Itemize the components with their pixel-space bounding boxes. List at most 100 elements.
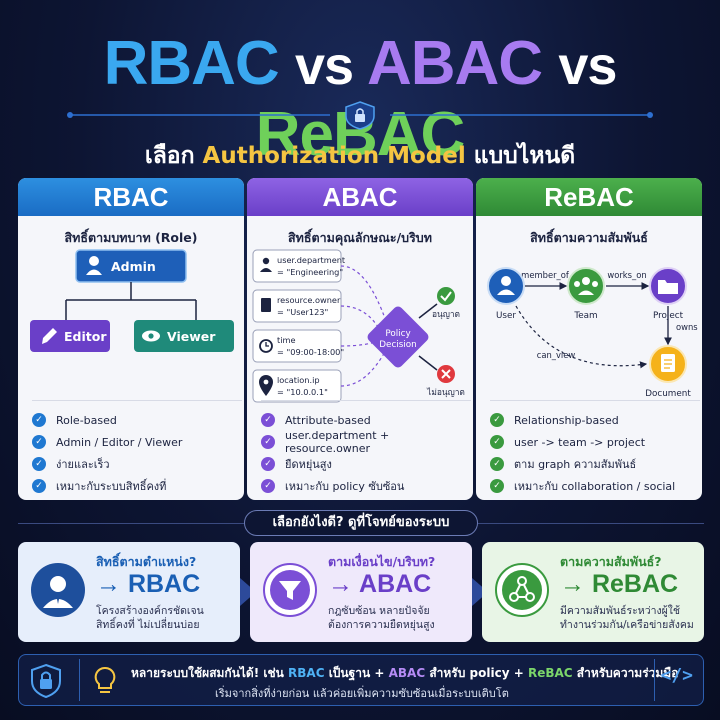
rbac-role-tree: Admin Editor Viewer xyxy=(30,249,234,352)
network-icon xyxy=(495,563,549,617)
eye-icon xyxy=(142,330,160,342)
abac-header: ABAC xyxy=(247,178,473,216)
check-icon: ✓ xyxy=(490,479,504,493)
title-vs-2: vs xyxy=(558,36,617,96)
card-question: สิทธิ์ตามตำแหน่ง? xyxy=(96,554,197,569)
rbac-description: สิทธิ์ตามบทบาท (Role) xyxy=(64,230,198,245)
rbac-header: RBAC xyxy=(18,178,244,216)
svg-text:Document: Document xyxy=(645,389,691,399)
lock-divider xyxy=(67,101,653,130)
admin-label: Admin xyxy=(111,259,156,274)
svg-text:Team: Team xyxy=(573,311,597,321)
allow-label: อนุญาต xyxy=(432,309,460,320)
team-icon xyxy=(574,277,598,295)
check-icon: ✓ xyxy=(32,479,46,493)
check-icon: ✓ xyxy=(261,457,275,471)
check-icon: ✓ xyxy=(32,435,46,449)
question-pill: เลือกยังไงดี? ดูที่โจทย์ของระบบ xyxy=(244,510,478,536)
list-item: ✓ง่ายและเร็ว xyxy=(32,453,242,475)
policy-decision-node: Policy Decision xyxy=(367,306,429,368)
list-item: ✓user -> team -> project xyxy=(490,431,700,453)
abac-panel: ABAC สิทธิ์ตามคุณลักษณะ/บริบท user.depar… xyxy=(247,178,473,500)
footer-divider xyxy=(79,659,80,701)
attr-user-department: user.department = "Engineering" xyxy=(252,249,346,283)
subtitle: เลือก Authorization Model แบบไหนดี xyxy=(144,143,576,169)
rebac-graph: member_of works_on owns can_view User Te… xyxy=(487,267,698,399)
file-icon xyxy=(261,298,271,312)
footer-line-2: เริ่มจากสิ่งที่ง่ายก่อน แล้วค่อยเพิ่มควา… xyxy=(215,687,509,700)
card-answer: → RBAC xyxy=(96,570,201,598)
list-item: ✓Attribute-based xyxy=(261,409,471,431)
deny-label: ไม่อนุญาต xyxy=(426,387,465,398)
card-description: มีความสัมพันธ์ระหว่างผู้ใช้ทำงานร่วมกัน/… xyxy=(560,605,694,631)
title-rbac: RBAC xyxy=(103,29,280,98)
check-icon: ✓ xyxy=(32,413,46,427)
rebac-panel: ReBAC สิทธิ์ตามความสัมพันธ์ member_of wo… xyxy=(476,178,702,500)
card-question: ตามเงื่อนไข/บริบท? xyxy=(328,554,436,569)
check-icon: ✓ xyxy=(490,457,504,471)
edge-works-on: works_on xyxy=(607,270,646,280)
list-item: ✓Role-based xyxy=(32,409,242,431)
check-icon: ✓ xyxy=(32,457,46,471)
card-rebac: ตามความสัมพันธ์? → ReBAC มีความสัมพันธ์ร… xyxy=(482,542,704,642)
svg-text:= "09:00-18:00": = "09:00-18:00" xyxy=(277,347,344,357)
svg-text:user.department: user.department xyxy=(277,255,346,265)
list-item: ✓เหมาะกับระบบสิทธิ์คงที่ xyxy=(32,475,242,497)
attr-resource-owner: resource.owner = "User123" xyxy=(252,289,342,323)
footer-divider xyxy=(654,659,655,701)
shield-lock-icon xyxy=(31,663,61,699)
edge-owns: owns xyxy=(676,322,698,332)
svg-text:Policy: Policy xyxy=(385,329,410,339)
code-icon: </> xyxy=(660,665,693,686)
team-node xyxy=(567,267,605,305)
footer-line-1: หลายระบบใช้ผสมกันได้! เช่น RBAC เป็นฐาน … xyxy=(131,666,679,680)
card-answer: → ABAC xyxy=(328,570,432,598)
card-answer: → ReBAC xyxy=(560,570,679,598)
list-item: ✓ยืดหยุ่นสูง xyxy=(261,453,471,475)
viewer-label: Viewer xyxy=(167,329,216,344)
list-item: ✓Admin / Editor / Viewer xyxy=(32,431,242,453)
check-icon: ✓ xyxy=(261,479,275,493)
abac-points: ✓Attribute-based ✓user.department + reso… xyxy=(261,400,471,497)
svg-text:location.ip: location.ip xyxy=(277,375,320,385)
card-description: กฎซับซ้อน หลายปัจจัยต้องการความยืดหยุ่นส… xyxy=(328,605,435,631)
svg-text:User: User xyxy=(496,311,516,321)
title-abac: ABAC xyxy=(366,29,543,98)
list-item: ✓เหมาะกับ policy ซับซ้อน xyxy=(261,475,471,497)
user-icon xyxy=(262,257,270,265)
editor-node xyxy=(30,320,110,352)
svg-text:= "User123": = "User123" xyxy=(277,307,328,317)
allow-check-icon xyxy=(437,287,455,305)
card-question: ตามความสัมพันธ์? xyxy=(560,554,662,569)
pencil-icon xyxy=(42,328,57,344)
attr-location-ip: location.ip = "10.0.0.1" xyxy=(252,369,342,403)
check-icon: ✓ xyxy=(490,413,504,427)
lightbulb-icon xyxy=(94,666,116,693)
divider-right xyxy=(478,523,704,524)
svg-text:= "10.0.0.1": = "10.0.0.1" xyxy=(277,387,328,397)
check-icon: ✓ xyxy=(261,435,275,449)
card-abac: ตามเงื่อนไข/บริบท? → ABAC กฎซับซ้อน หลาย… xyxy=(250,542,472,642)
list-item: ✓Relationship-based xyxy=(490,409,700,431)
card-description: โครงสร้างองค์กรชัดเจนสิทธิ์คงที่ ไม่เปลี… xyxy=(96,605,204,631)
shield-lock-icon xyxy=(345,101,375,130)
svg-text:Decision: Decision xyxy=(379,340,416,350)
check-icon: ✓ xyxy=(261,413,275,427)
viewer-node xyxy=(134,320,234,352)
document-icon xyxy=(661,354,675,372)
list-item: ✓ตาม graph ความสัมพันธ์ xyxy=(490,453,700,475)
rebac-description: สิทธิ์ตามความสัมพันธ์ xyxy=(530,230,648,245)
rebac-points: ✓Relationship-based ✓user -> team -> pro… xyxy=(490,400,700,497)
folder-icon xyxy=(658,280,678,294)
card-rbac: สิทธิ์ตามตำแหน่ง? → RBAC โครงสร้างองค์กร… xyxy=(18,542,240,642)
user-icon xyxy=(501,276,511,286)
title-vs-1: vs xyxy=(294,36,354,96)
rebac-header: ReBAC xyxy=(476,178,702,216)
rbac-points: ✓Role-based ✓Admin / Editor / Viewer ✓ง่… xyxy=(32,400,242,497)
rbac-panel: RBAC สิทธิ์ตามบทบาท (Role) Admin Editor … xyxy=(18,178,244,500)
user-icon xyxy=(86,256,102,275)
list-item: ✓user.department + resource.owner xyxy=(261,429,471,455)
filter-icon xyxy=(263,563,317,617)
edge-member-of: member_of xyxy=(521,270,570,280)
svg-text:= "Engineering": = "Engineering" xyxy=(277,267,343,277)
